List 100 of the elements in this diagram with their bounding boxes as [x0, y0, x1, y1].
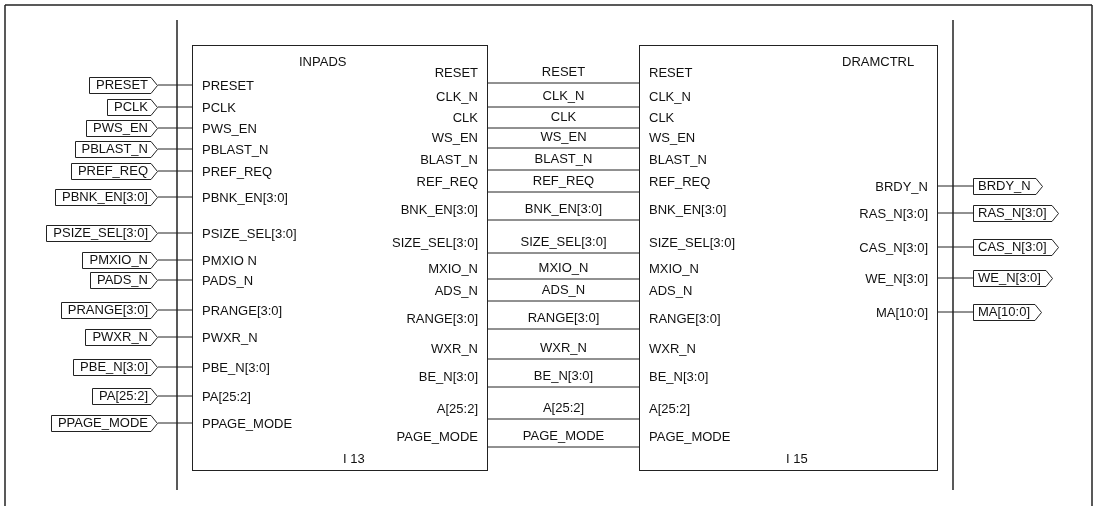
net-label: RESET: [541, 64, 586, 79]
pin-label: RESET: [434, 65, 478, 80]
pin-label: ADS_N: [649, 283, 693, 298]
wire: [157, 422, 193, 424]
net-label: ADS_N: [541, 282, 586, 297]
block-title: DRAMCTRL: [842, 54, 915, 69]
pin-label: BRDY_N: [875, 179, 928, 194]
net-label: MXIO_N: [538, 260, 589, 275]
net-label: CLK_N: [542, 88, 585, 103]
wire: [487, 358, 640, 360]
wire: [487, 191, 640, 193]
input-port-flag: PBLAST_N: [74, 140, 158, 158]
pin-label: REF_REQ: [649, 174, 711, 189]
wire: [487, 386, 640, 388]
wire: [487, 106, 640, 108]
pin-label: WE_N[3:0]: [865, 271, 928, 286]
wire: [487, 252, 640, 254]
input-port-flag: PRESET: [89, 76, 158, 94]
block-title: INPADS: [299, 54, 347, 69]
wire: [157, 232, 193, 234]
pin-label: ADS_N: [434, 283, 478, 298]
input-port-flag: PCLK: [107, 98, 158, 116]
pin-label: CLK_N: [649, 89, 691, 104]
wire: [937, 311, 974, 313]
wire: [157, 170, 193, 172]
pin-label: A[25:2]: [649, 401, 691, 416]
net-label: RANGE[3:0]: [527, 310, 600, 325]
pin-label: BE_N[3:0]: [649, 369, 709, 384]
wire: [157, 279, 193, 281]
pin-label: PMXIO N: [202, 253, 257, 268]
instance-label: I 13: [343, 451, 365, 466]
wire: [157, 106, 193, 108]
pin-label: PWXR_N: [202, 330, 258, 345]
pin-label: BNK_EN[3:0]: [649, 202, 727, 217]
pin-label: A[25:2]: [436, 401, 478, 416]
wire: [157, 259, 193, 261]
wire: [157, 309, 193, 311]
pin-label: PRANGE[3:0]: [202, 303, 283, 318]
net-label: BLAST_N: [534, 151, 593, 166]
wire: [157, 395, 193, 397]
pin-label: MXIO_N: [649, 261, 699, 276]
pin-label: PA[25:2]: [202, 389, 251, 404]
wire: [487, 127, 640, 129]
input-port-flag: PSIZE_SEL[3:0]: [46, 224, 158, 242]
input-port-flag: PMXIO_N: [82, 251, 158, 269]
pin-label: WS_EN: [431, 130, 478, 145]
pin-label: PBLAST_N: [202, 142, 269, 157]
net-label: BNK_EN[3:0]: [524, 201, 603, 216]
pin-label: PPAGE_MODE: [202, 416, 293, 431]
net-label: WS_EN: [540, 129, 587, 144]
wire: [487, 446, 640, 448]
wire: [487, 300, 640, 302]
pin-label: BNK_EN[3:0]: [400, 202, 478, 217]
net-label: A[25:2]: [542, 400, 585, 415]
pin-label: CLK_N: [436, 89, 478, 104]
output-port-flag: RAS_N[3:0]: [973, 204, 1059, 222]
pin-label: PADS_N: [202, 273, 254, 288]
wire: [937, 185, 974, 187]
output-port-flag: CAS_N[3:0]: [973, 238, 1059, 256]
wire: [487, 418, 640, 420]
wire: [157, 148, 193, 150]
net-label: REF_REQ: [532, 173, 595, 188]
pin-label: MXIO_N: [428, 261, 478, 276]
pin-label: BLAST_N: [420, 152, 478, 167]
pin-label: MA[10:0]: [875, 305, 928, 320]
input-port-flag: PBE_N[3:0]: [73, 358, 158, 376]
pin-label: PSIZE_SEL[3:0]: [202, 226, 297, 241]
pin-label: REF_REQ: [416, 174, 478, 189]
wire: [157, 366, 193, 368]
block-symbol: [639, 45, 938, 471]
input-port-flag: PADS_N: [89, 271, 158, 289]
wire: [487, 169, 640, 171]
pin-label: PREF_REQ: [202, 164, 273, 179]
wire: [487, 82, 640, 84]
pin-label: WS_EN: [649, 130, 696, 145]
wire: [487, 219, 640, 221]
input-port-flag: PBNK_EN[3:0]: [55, 188, 158, 206]
pin-label: RANGE[3:0]: [649, 311, 721, 326]
instance-label: I 15: [786, 451, 808, 466]
pin-label: PBNK_EN[3:0]: [202, 190, 288, 205]
output-port-flag: MA[10:0]: [973, 303, 1043, 321]
pin-label: PRESET: [202, 78, 254, 93]
pin-label: CLK: [649, 110, 675, 125]
wire: [487, 147, 640, 149]
pin-label: BE_N[3:0]: [418, 369, 478, 384]
input-port-flag: PA[25:2]: [92, 387, 158, 405]
input-port-flag: PWS_EN: [86, 119, 158, 137]
wire: [157, 196, 193, 198]
net-label: PAGE_MODE: [522, 428, 605, 443]
pin-label: PAGE_MODE: [396, 429, 478, 444]
pin-label: PBE_N[3:0]: [202, 360, 270, 375]
input-port-flag: PPAGE_MODE: [50, 414, 158, 432]
wire: [157, 84, 193, 86]
output-port-flag: BRDY_N: [973, 177, 1043, 195]
pin-label: BLAST_N: [649, 152, 707, 167]
net-label: CLK: [550, 109, 577, 124]
pin-label: SIZE_SEL[3:0]: [649, 235, 735, 250]
net-label: SIZE_SEL[3:0]: [520, 234, 607, 249]
pin-label: PCLK: [202, 100, 236, 115]
wire: [157, 336, 193, 338]
